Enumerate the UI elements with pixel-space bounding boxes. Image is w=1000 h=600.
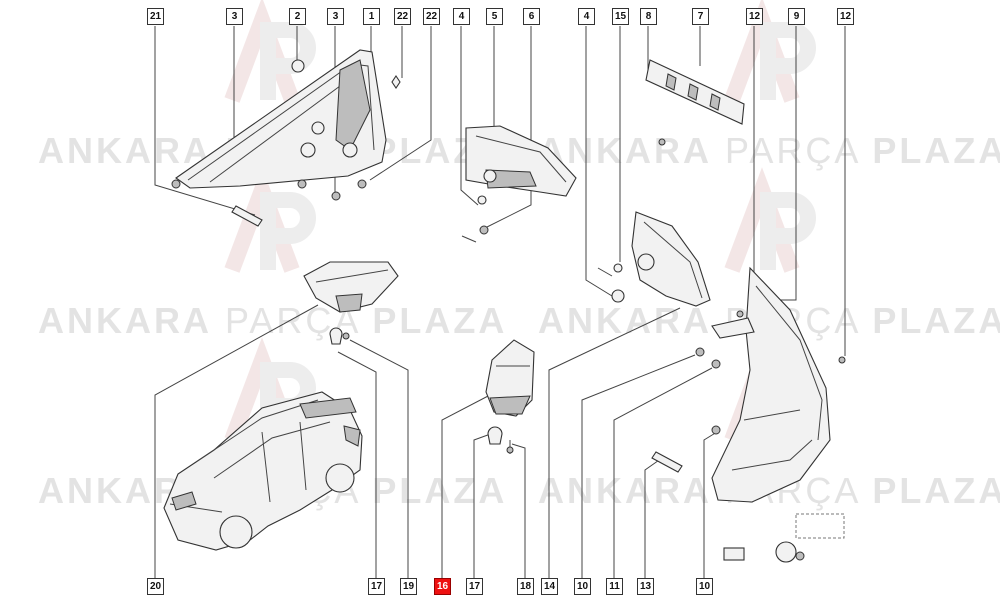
callout-11: 11 <box>606 578 623 595</box>
callout-8: 8 <box>640 8 657 25</box>
callout-21: 21 <box>147 8 164 25</box>
bulb-housing <box>485 339 535 454</box>
callout-2: 2 <box>289 8 306 25</box>
callout-12: 12 <box>746 8 763 25</box>
ap-logo-watermark <box>724 0 816 103</box>
callout-16-highlighted: 16 <box>434 578 451 595</box>
ap-logo-watermark <box>224 167 316 273</box>
callout-10: 10 <box>574 578 591 595</box>
callout-15: 15 <box>612 8 629 25</box>
callout-3: 3 <box>327 8 344 25</box>
callout-1: 1 <box>363 8 380 25</box>
callout-14: 14 <box>541 578 558 595</box>
callout-9: 9 <box>788 8 805 25</box>
callout-20: 20 <box>147 578 164 595</box>
light-bar <box>645 59 745 146</box>
callout-17: 17 <box>466 578 483 595</box>
callout-4: 4 <box>578 8 595 25</box>
callout-7: 7 <box>692 8 709 25</box>
callout-6: 6 <box>523 8 540 25</box>
callout-13: 13 <box>637 578 654 595</box>
rear-lamp-center <box>461 125 577 243</box>
vehicle-illustration <box>163 391 363 551</box>
callout-3: 3 <box>226 8 243 25</box>
side-repeater-lamp <box>303 261 399 345</box>
callout-10: 10 <box>696 578 713 595</box>
callout-18: 18 <box>517 578 534 595</box>
rear-lamp-right-small <box>597 211 711 307</box>
callout-12: 12 <box>837 8 854 25</box>
callout-19: 19 <box>400 578 417 595</box>
callout-22: 22 <box>423 8 440 25</box>
rear-lamp-right-large <box>695 266 846 503</box>
small-parts <box>651 451 845 563</box>
callout-4: 4 <box>453 8 470 25</box>
ap-logo-watermark <box>724 167 816 273</box>
callout-22: 22 <box>394 8 411 25</box>
callout-17: 17 <box>368 578 385 595</box>
rear-lamp-left <box>171 49 401 227</box>
callout-5: 5 <box>486 8 503 25</box>
leader-lines <box>154 304 718 578</box>
